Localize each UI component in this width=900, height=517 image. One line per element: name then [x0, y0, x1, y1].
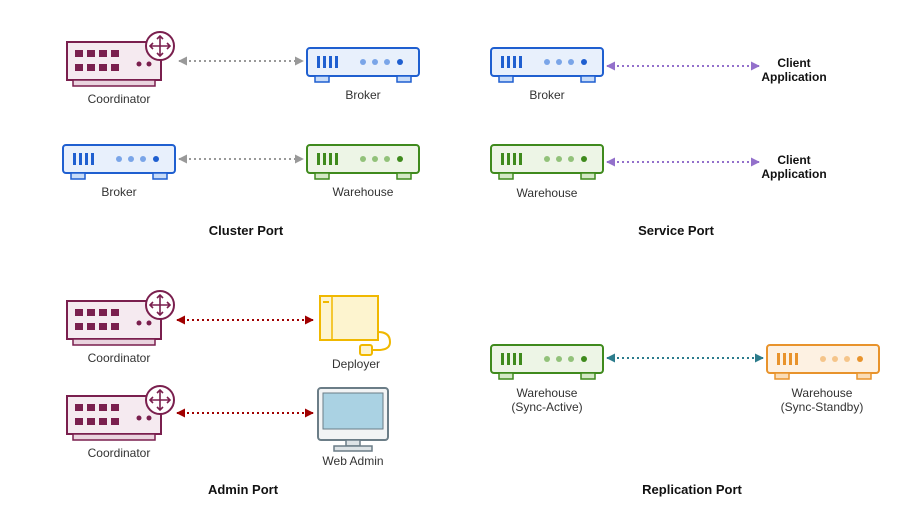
monitor-icon: [317, 387, 389, 452]
coordinator-label: Coordinator: [88, 351, 151, 365]
deployer-label: Deployer: [332, 357, 380, 371]
web-admin-label: Web Admin: [322, 454, 383, 468]
sync-active-label: (Sync-Active): [511, 400, 582, 414]
cluster-port-title: Cluster Port: [209, 223, 284, 238]
coordinator-label: Coordinator: [88, 92, 151, 106]
router-icon: [66, 31, 175, 87]
client-label: Application: [761, 70, 826, 84]
coordinator-label: Coordinator: [88, 446, 151, 460]
client-label: Application: [761, 167, 826, 181]
warehouse-label: Warehouse: [333, 185, 394, 199]
client-label: Client: [777, 56, 810, 70]
router-icon: [66, 385, 175, 441]
replication-section: Warehouse (Sync-Active) Warehouse (Sync-…: [490, 344, 880, 497]
router-icon: [66, 290, 175, 346]
server-icon: [490, 47, 604, 83]
deployer-icon: [319, 295, 392, 356]
server-icon: [766, 344, 880, 380]
service-port-title: Service Port: [638, 223, 715, 238]
warehouse-label: Warehouse: [517, 386, 578, 400]
replication-port-title: Replication Port: [642, 482, 742, 497]
server-icon: [490, 344, 604, 380]
admin-section: Coordinator Deployer Coordin: [66, 290, 392, 497]
service-section: Broker Client Application Warehouse Clie…: [490, 47, 827, 238]
server-icon: [490, 144, 604, 180]
broker-label: Broker: [101, 185, 136, 199]
server-icon: [306, 47, 420, 83]
broker-label: Broker: [529, 88, 564, 102]
server-icon: [62, 144, 176, 180]
sync-standby-label: (Sync-Standby): [781, 400, 864, 414]
warehouse-label: Warehouse: [792, 386, 853, 400]
broker-label: Broker: [345, 88, 380, 102]
warehouse-label: Warehouse: [517, 186, 578, 200]
admin-port-title: Admin Port: [208, 482, 279, 497]
cluster-section: Coordinator Broker Broker Warehou: [62, 31, 420, 238]
client-label: Client: [777, 153, 810, 167]
server-icon: [306, 144, 420, 180]
